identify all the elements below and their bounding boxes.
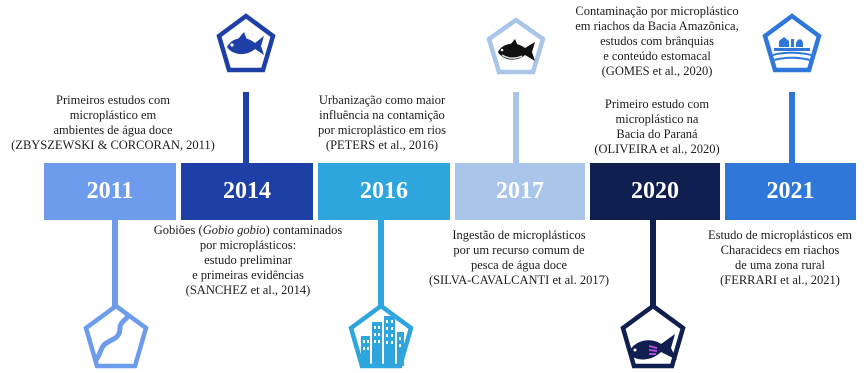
stem-2011 [112,219,118,309]
rural-landscape-icon [762,13,822,73]
stem-2014 [243,92,249,164]
stem-2016 [378,219,384,309]
caption-2020-amazon: Contaminação por microplástico em riacho… [575,4,739,78]
buildings-icon [348,303,414,369]
year-bar-2017: 2017 [455,163,585,220]
caption-2011: Primeiros estudos com microplástico em a… [11,93,215,152]
stem-2021 [789,92,795,164]
stem-2020 [650,219,656,309]
river-icon [83,303,149,369]
year-bar-2020: 2020 [590,163,720,220]
year-bar-2014: 2014 [181,163,313,220]
fish-icon [620,303,686,369]
caption-2020-parana: Primeiro estudo com microplástico na Bac… [594,97,720,156]
year-bar-2011: 2011 [44,163,176,220]
caption-2021: Estudo de microplásticos em Characidecs … [707,228,853,287]
year-bar-2016: 2016 [318,163,450,220]
year-bar-2021: 2021 [725,163,856,220]
fish-icon [216,13,276,73]
caption-2014: Gobiões (Gobio gobio) contaminados por m… [153,223,343,297]
fish-icon [486,17,546,75]
caption-2016: Urbanização como maior influência na con… [317,93,447,152]
stem-2017 [513,92,519,164]
caption-2017: Ingestão de microplásticos por um recurs… [428,228,610,287]
